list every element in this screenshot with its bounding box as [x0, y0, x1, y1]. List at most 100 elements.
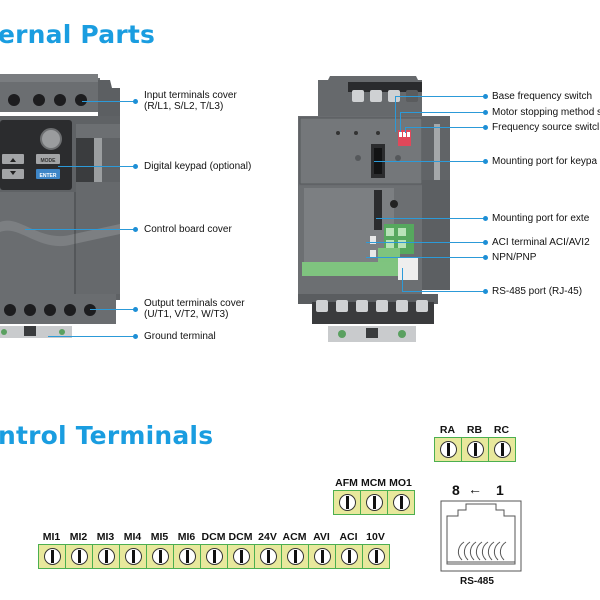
terminal-dcm — [201, 545, 228, 568]
terminal-label-mi1: MI1 — [42, 531, 61, 543]
terminal-10v — [363, 545, 389, 568]
screw-icon — [178, 548, 196, 565]
terminal-rc — [489, 438, 515, 461]
screw-icon — [313, 548, 331, 565]
screw-icon — [286, 548, 304, 565]
leader-freq-source-v — [405, 127, 406, 133]
terminal-label-rc: RC — [493, 424, 510, 436]
screw-icon — [338, 494, 356, 511]
leader-digital-keypad — [58, 166, 135, 167]
callout-dot — [483, 255, 488, 260]
terminal-ra — [435, 438, 462, 461]
screw-icon — [259, 548, 277, 565]
screw-icon — [392, 494, 410, 511]
screw-icon — [124, 548, 142, 565]
terminal-label-10v: 10V — [366, 531, 385, 543]
callout-dot — [483, 216, 488, 221]
callout-mounting-port-extension: Mounting port for exte — [492, 213, 590, 224]
callout-dot — [483, 159, 488, 164]
mode-key: MODE — [41, 158, 57, 164]
terminal-label-aci: ACI — [339, 531, 358, 543]
callout-motor-stopping-method: Motor stopping method s — [492, 107, 600, 118]
terminal-label-mcm: MCM — [360, 477, 387, 489]
callout-dot — [483, 289, 488, 294]
terminal-mi4 — [120, 545, 147, 568]
callout-dot — [133, 164, 138, 169]
leader-rs485 — [402, 291, 485, 292]
leader-ground-terminal — [48, 336, 135, 337]
callout-control-board-cover: Control board cover — [144, 224, 232, 235]
rj45-port-icon — [440, 500, 522, 572]
terminal-hole — [8, 94, 20, 106]
leader-output-terminals — [90, 309, 135, 310]
callout-dot — [483, 125, 488, 130]
terminal-mo1 — [388, 491, 414, 514]
screw-icon — [205, 548, 223, 565]
callout-input-terminals-cover: Input terminals cover (R/L1, S/L2, T/L3) — [144, 90, 237, 112]
callout-dot — [133, 307, 138, 312]
terminal-label-mi3: MI3 — [96, 531, 115, 543]
callout-npn-pnp: NPN/PNP — [492, 252, 537, 263]
terminal-label-mo1: MO1 — [389, 477, 412, 489]
relay-terminal-block — [434, 437, 516, 462]
callout-rs485-port: RS-485 port (RJ-45) — [492, 286, 583, 297]
leader-input-terminals — [82, 101, 135, 102]
relay-terminal-labels: RA RB RC — [434, 424, 515, 436]
terminal-dcm — [228, 545, 255, 568]
rj45-label: RS-485 — [460, 576, 494, 587]
terminal-mi6 — [174, 545, 201, 568]
terminal-label-acm: ACM — [282, 531, 307, 543]
leader-base-freq-v — [395, 96, 396, 132]
terminal-mcm — [361, 491, 388, 514]
rj45-pin-8: 8 — [452, 482, 460, 498]
leader-base-freq — [395, 96, 485, 97]
drive-front-image: MODE ENTER — [0, 74, 120, 338]
screw-icon — [340, 548, 358, 565]
terminal-label-mi2: MI2 — [69, 531, 88, 543]
screw-icon — [367, 548, 385, 565]
screw-icon — [43, 548, 61, 565]
enter-key: ENTER — [40, 173, 57, 179]
terminal-aci — [336, 545, 363, 568]
callout-mounting-port-keypad: Mounting port for keypa — [492, 156, 598, 167]
rj45-pin-1: 1 — [496, 482, 504, 498]
leader-rs485-v — [402, 268, 403, 291]
screw-icon — [365, 494, 383, 511]
screw-icon — [97, 548, 115, 565]
callout-dot — [483, 94, 488, 99]
screw-icon — [493, 441, 511, 458]
terminal-label-dcm: DCM — [201, 531, 226, 543]
screw-icon — [466, 441, 484, 458]
drive-inside-image — [298, 76, 450, 342]
terminal-rb — [462, 438, 489, 461]
terminal-label-afm: AFM — [335, 477, 358, 489]
terminal-label-dcm: DCM — [228, 531, 253, 543]
terminal-strip — [302, 262, 398, 276]
callout-dot — [133, 99, 138, 104]
control-terminals-title: ntrol Terminals — [0, 421, 214, 450]
callout-frequency-source-switch: Frequency source switcl — [492, 122, 600, 133]
screw-icon — [439, 441, 457, 458]
terminal-label-24v: 24V — [258, 531, 277, 543]
terminal-avi — [309, 545, 336, 568]
terminal-mi5 — [147, 545, 174, 568]
terminal-label-mi6: MI6 — [177, 531, 196, 543]
input-terminal-block — [38, 544, 390, 569]
leader-keypad-port — [374, 161, 485, 162]
terminal-mi2 — [66, 545, 93, 568]
terminal-label-mi5: MI5 — [150, 531, 169, 543]
callout-base-frequency-switch: Base frequency switch — [492, 91, 593, 102]
leader-ext-port — [376, 218, 485, 219]
screw-icon — [151, 548, 169, 565]
callout-output-terminals-cover: Output terminals cover (U/T1, V/T2, W/T3… — [144, 298, 245, 320]
terminal-label-mi4: MI4 — [123, 531, 142, 543]
terminal-mi1 — [39, 545, 66, 568]
terminal-label-rb: RB — [466, 424, 483, 436]
callout-ground-terminal: Ground terminal — [144, 331, 216, 342]
leader-motor-stop — [400, 112, 485, 113]
callout-dot — [133, 227, 138, 232]
terminal-afm — [334, 491, 361, 514]
output-terminal-labels: AFM MCM MO1 — [333, 477, 414, 489]
terminal-24v — [255, 545, 282, 568]
